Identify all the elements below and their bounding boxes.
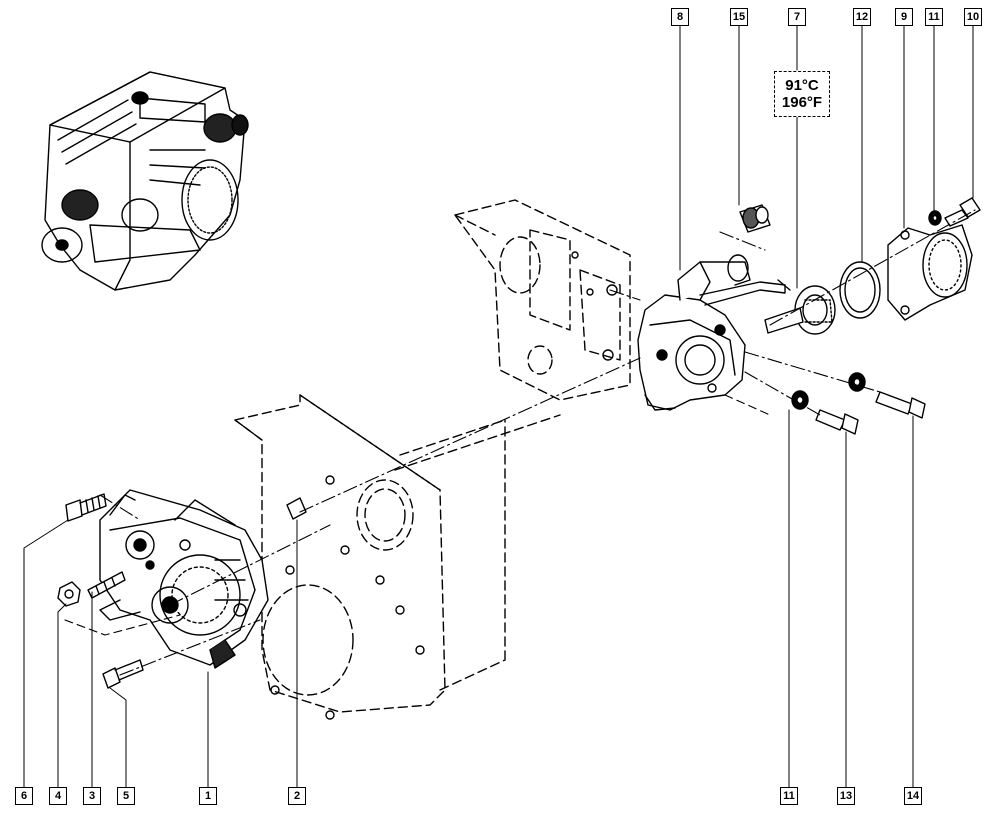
- water-pump: [99, 489, 269, 669]
- callout-8: 8: [671, 8, 689, 26]
- pump-nut-4: [57, 581, 81, 607]
- assembly-dashed-links: [64, 394, 771, 636]
- callout-1: 1: [199, 787, 217, 805]
- washer-11-bottom: [791, 390, 809, 410]
- lower-block-bolt-holes: [270, 475, 425, 720]
- bolt-13: [815, 409, 859, 435]
- leader-lines: [23, 25, 974, 788]
- gasket-12: [839, 261, 881, 319]
- callout-9: 9: [895, 8, 913, 26]
- callout-13: 13: [837, 787, 855, 805]
- engine-thumbnail: [41, 71, 249, 291]
- pump-stud-3: [87, 571, 126, 599]
- dowel-2: [286, 497, 307, 520]
- callout-10: 10: [964, 8, 982, 26]
- bolt-10: [944, 197, 981, 227]
- thermostat-temperature-label: 91°C 196°F: [774, 71, 830, 117]
- callout-4: 4: [49, 787, 67, 805]
- thermostat-7: [764, 285, 836, 335]
- assembly-centerlines: [99, 209, 976, 676]
- callout-7: 7: [788, 8, 806, 26]
- temperature-celsius: 91°C: [785, 77, 819, 94]
- upper-block-holes: [571, 251, 618, 361]
- callout-12: 12: [853, 8, 871, 26]
- callout-11-top: 11: [925, 8, 943, 26]
- outlet-elbow-9: [887, 224, 973, 321]
- washer-14: [848, 372, 866, 392]
- washer-11-top: [928, 210, 942, 226]
- hose-fitting-15: [739, 204, 771, 233]
- upper-engine-block-outline: [454, 199, 631, 401]
- callout-14: 14: [904, 787, 922, 805]
- lower-engine-block-outline: [234, 394, 561, 713]
- callout-15: 15: [730, 8, 748, 26]
- callout-5: 5: [117, 787, 135, 805]
- pump-bolt-5: [102, 659, 144, 689]
- callout-3: 3: [83, 787, 101, 805]
- bypass-pipe: [699, 279, 791, 306]
- callout-6: 6: [15, 787, 33, 805]
- temperature-fahrenheit: 196°F: [781, 94, 823, 111]
- callout-2: 2: [288, 787, 306, 805]
- pump-bolt-6: [65, 493, 107, 522]
- thermostat-housing: [637, 254, 751, 411]
- callout-11-bottom: 11: [780, 787, 798, 805]
- bolt-14: [875, 391, 926, 419]
